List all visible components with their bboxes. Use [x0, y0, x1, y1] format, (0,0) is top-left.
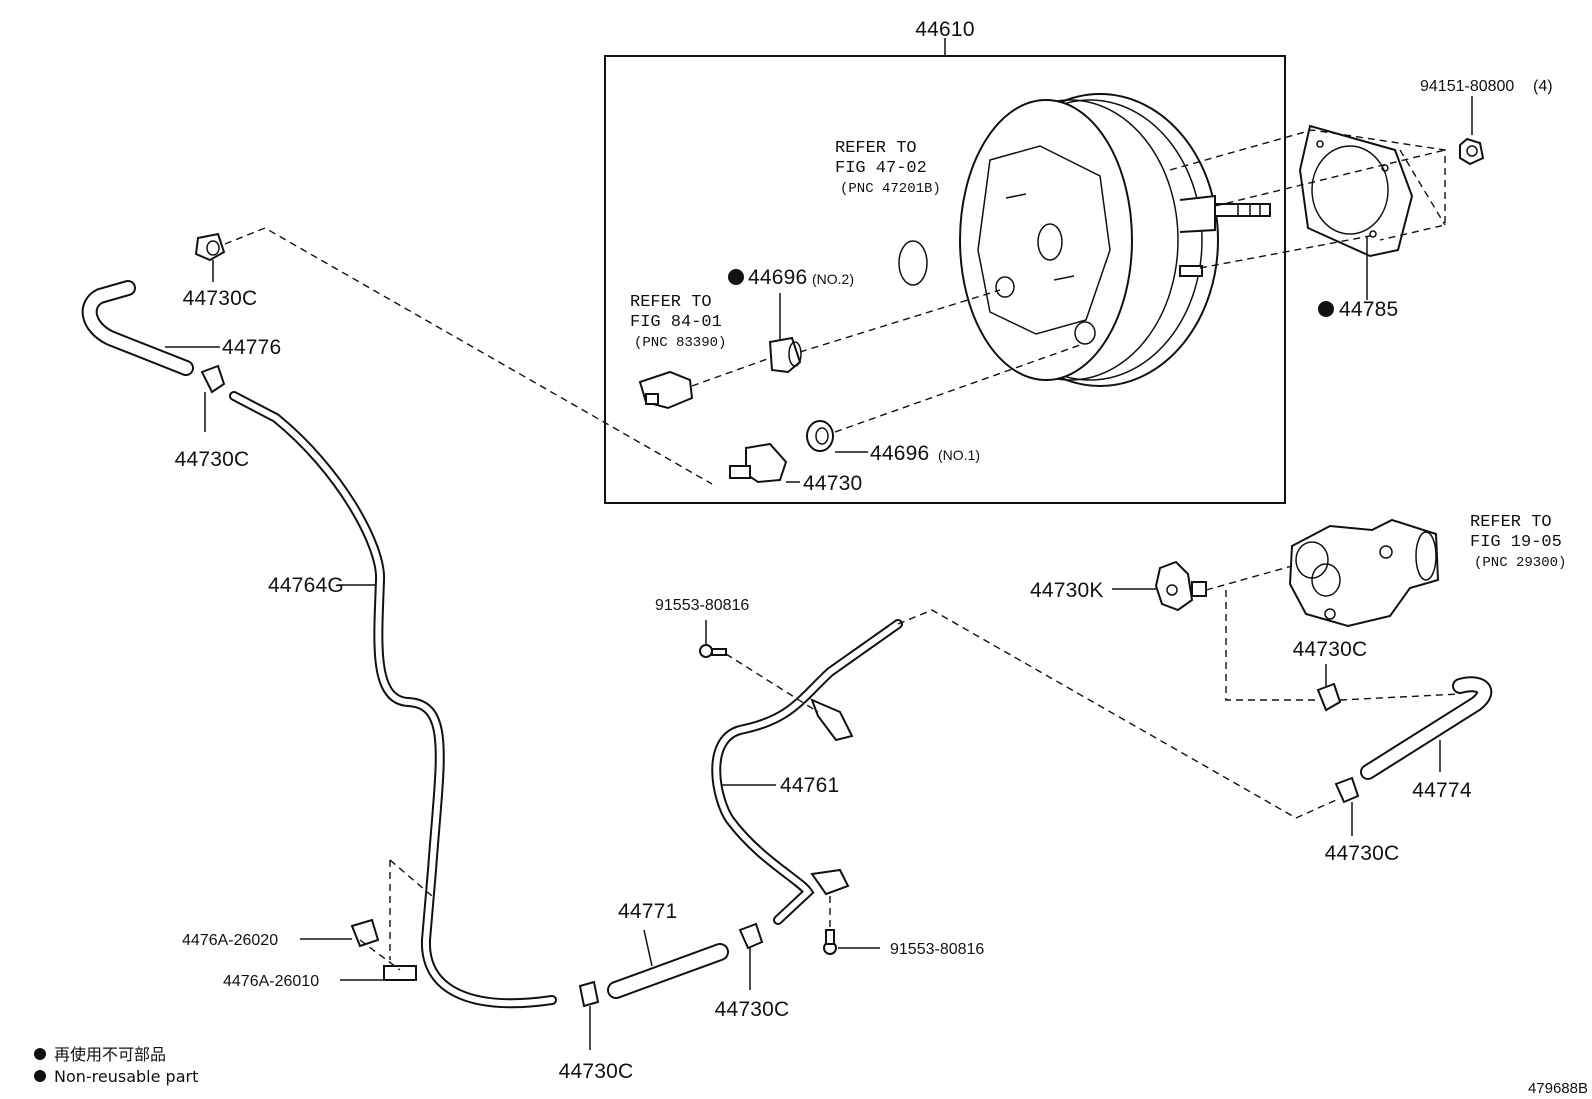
refer-note-fig47: REFER TO FIG 47-02 (PNC 47201B) [835, 139, 941, 197]
svg-text:(PNC 29300): (PNC 29300) [1474, 555, 1566, 571]
hose-44776-part-number: 44776 [222, 336, 281, 359]
booster-gasket-drawing [1298, 124, 1414, 258]
clamp-a-part-number: 44730C [183, 287, 258, 310]
pipe-44761-part-number: 44761 [780, 774, 839, 797]
pipe-bracket-drawing [810, 868, 850, 896]
refer-note-fig84: REFER TO FIG 84-01 (PNC 83390) [630, 293, 726, 351]
bolt-bottom-part-number: 91553-80816 [890, 941, 984, 958]
vacuum-pump-drawing [1288, 518, 1440, 628]
legend-english: Non-reusable part [54, 1067, 198, 1086]
hose-clamp-drawing [200, 364, 226, 432]
svg-text:FIG 19-05: FIG 19-05 [1470, 533, 1562, 552]
svg-text:(PNC 83390): (PNC 83390) [634, 335, 726, 351]
nut-quantity: (4) [1533, 78, 1553, 95]
pipe-44761-drawing [711, 619, 903, 925]
svg-text:REFER TO: REFER TO [835, 139, 917, 158]
non-reusable-marker-icon [728, 269, 744, 285]
pipe-bracket-drawing [810, 698, 854, 742]
clamp-f-part-number: 44730C [1325, 842, 1400, 865]
clamp-d-part-number: 44730C [715, 998, 790, 1021]
bolt-drawing [699, 620, 727, 658]
nut-part-number: 94151-80800 [1420, 78, 1514, 95]
svg-text:REFER TO: REFER TO [630, 293, 712, 312]
grommet-no1-drawing [806, 420, 868, 453]
hose-clamp-drawing [1334, 776, 1360, 836]
hose-44774-part-number: 44774 [1412, 779, 1472, 802]
grommet-no2-part-number: 44696 [748, 266, 807, 289]
hose-clip-drawing [350, 859, 433, 981]
assembly-part-number: 44610 [915, 18, 974, 41]
svg-text:FIG 84-01: FIG 84-01 [630, 313, 722, 332]
drawing-reference-number: 479688B [1528, 1080, 1588, 1097]
hose-44771-part-number: 44771 [618, 900, 677, 923]
non-reusable-marker-icon [34, 1048, 46, 1060]
check-valve-drawing [729, 442, 800, 484]
brake-booster-drawing [959, 93, 1271, 387]
clamp-e-part-number: 44730C [1293, 638, 1368, 661]
booster-assembly-box [604, 38, 1286, 504]
bolt-top-part-number: 91553-80816 [655, 597, 749, 614]
grommet-no2-drawing [768, 293, 802, 374]
check-valve-part-number: 44730 [803, 472, 862, 495]
clip-26010-part-number: 4476A-26010 [223, 973, 319, 990]
clamp-b-part-number: 44730C [175, 448, 250, 471]
grommet-no1-qualifier: (NO.1) [938, 447, 980, 463]
hose-44764g-part-number: 44764G [268, 574, 344, 597]
vacuum-sensor-drawing [638, 370, 694, 410]
legend: 再使用不可部品 Non-reusable part [34, 1045, 198, 1086]
union-fitting-drawing [1112, 560, 1207, 612]
non-reusable-marker-icon [1318, 301, 1334, 317]
clamp-c-part-number: 44730C [559, 1060, 634, 1083]
hose-clamp-drawing [578, 980, 600, 1050]
svg-text:FIG 47-02: FIG 47-02 [835, 159, 927, 178]
grommet-no1-part-number: 44696 [870, 442, 929, 465]
nut-drawing [1459, 96, 1485, 166]
gasket-part-number: 44785 [1339, 298, 1398, 321]
bolt-drawing [823, 929, 880, 955]
hose-clamp-drawing [738, 922, 764, 990]
hose-clamp-drawing [1316, 664, 1342, 712]
hose-clamp-drawing [194, 232, 226, 282]
fitting-44730k-part-number: 44730K [1030, 579, 1104, 602]
refer-note-fig19: REFER TO FIG 19-05 (PNC 29300) [1470, 513, 1566, 571]
legend-japanese: 再使用不可部品 [54, 1045, 166, 1064]
clip-26020-part-number: 4476A-26020 [182, 932, 278, 949]
grommet-no2-qualifier: (NO.2) [812, 271, 854, 287]
non-reusable-marker-icon [34, 1070, 46, 1082]
o-ring-drawing [898, 240, 928, 286]
svg-text:(PNC 47201B): (PNC 47201B) [840, 181, 941, 197]
svg-text:REFER TO: REFER TO [1470, 513, 1552, 532]
